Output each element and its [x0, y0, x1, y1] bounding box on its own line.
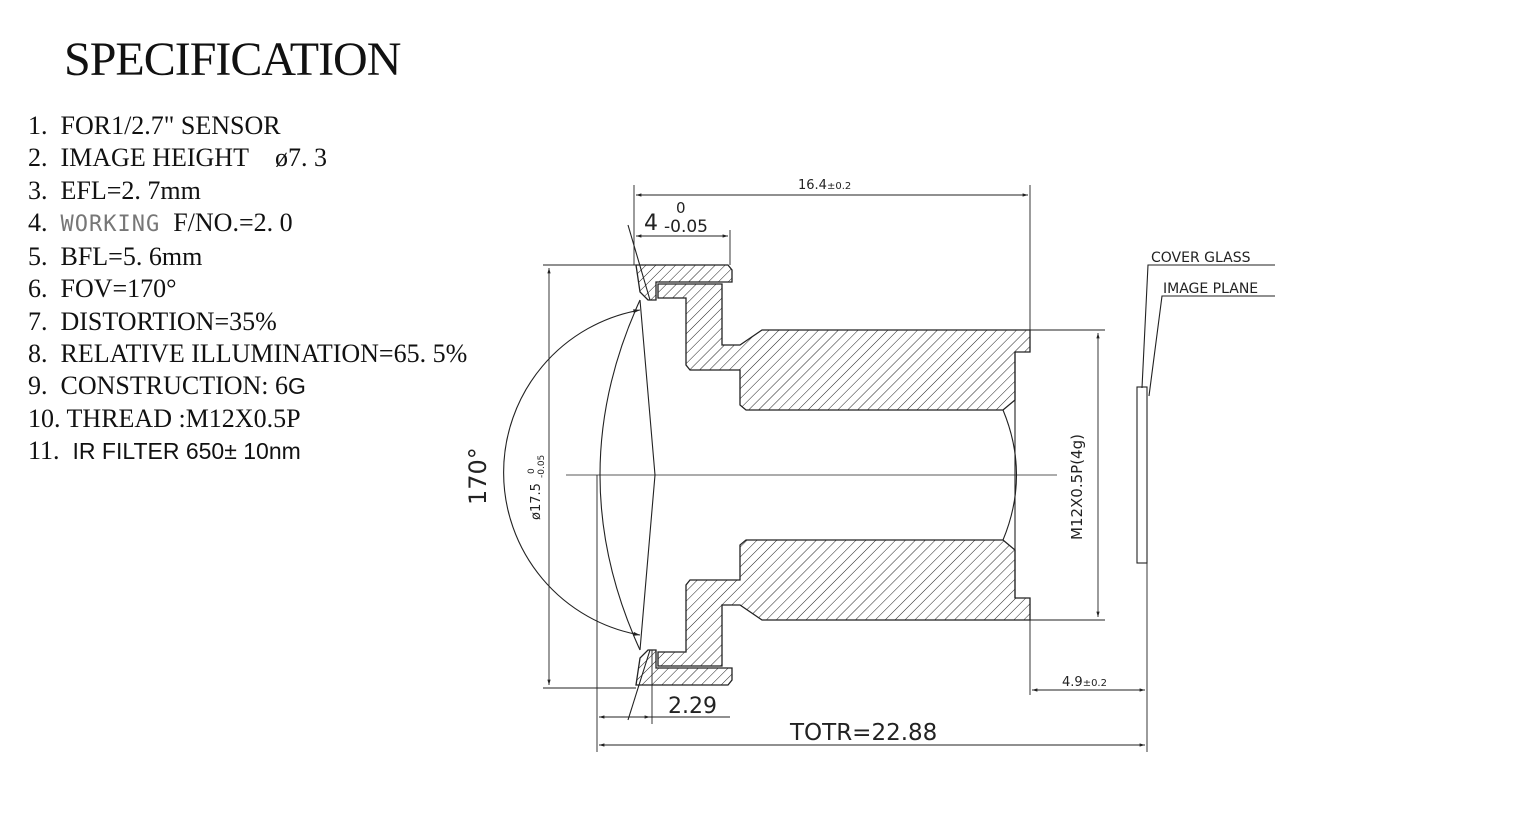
dim-bfl: 4.9±0.2 — [1062, 675, 1107, 690]
optics-lines — [503, 224, 1275, 721]
cover-glass-label: COVER GLASS — [1151, 250, 1251, 266]
svg-text:-0.05: -0.05 — [537, 455, 547, 478]
thread-label: M12X0.5P(4g) — [1068, 434, 1086, 540]
totr-label: TOTR=22.88 — [789, 720, 937, 746]
dim-diameter: ø17.5 0 -0.05 — [527, 455, 547, 520]
svg-text:ø17.5: ø17.5 — [529, 483, 544, 520]
spec-item: 11. IR FILTER 650± 10nm — [28, 435, 301, 465]
dim-cap-tol-upper: 0 — [676, 199, 686, 217]
spec-item: 8. RELATIVE ILLUMINATION=65. 5% — [28, 339, 468, 369]
dim-flange: 2.29 — [668, 694, 717, 719]
spec-list: 1. FOR1/2.7" SENSOR 2. IMAGE HEIGHT ø7. … — [28, 110, 467, 467]
spec-item: 6. FOV=170° — [28, 274, 177, 304]
spec-item: 5. BFL=5. 6mm — [28, 242, 203, 272]
cover-glass — [1136, 386, 1148, 564]
spec-item: 3. EFL=2. 7mm — [28, 175, 201, 205]
dim-length: 16.4±0.2 — [798, 178, 851, 193]
spec-item: 9. CONSTRUCTION: 6G — [28, 371, 306, 401]
spec-item: 2. IMAGE HEIGHT ø7. 3 — [28, 143, 327, 173]
spec-item: 7. DISTORTION=35% — [28, 306, 277, 336]
spec-item: 4. WORKING F/NO.=2. 0 — [28, 207, 293, 237]
dimension-lines — [543, 185, 1148, 752]
dim-cap-tol-lower: -0.05 — [664, 217, 708, 237]
svg-text:0: 0 — [527, 468, 537, 474]
spec-item: 1. FOR1/2.7" SENSOR — [28, 111, 281, 140]
page-title: SPECIFICATION — [64, 33, 401, 86]
lens-barrel-section — [635, 264, 1031, 686]
spec-item: 10. THREAD :M12X0.5P — [28, 403, 301, 433]
image-plane-label: IMAGE PLANE — [1163, 281, 1258, 297]
fov-angle-label: 170° — [464, 447, 492, 505]
dim-cap: 4 — [644, 211, 658, 236]
